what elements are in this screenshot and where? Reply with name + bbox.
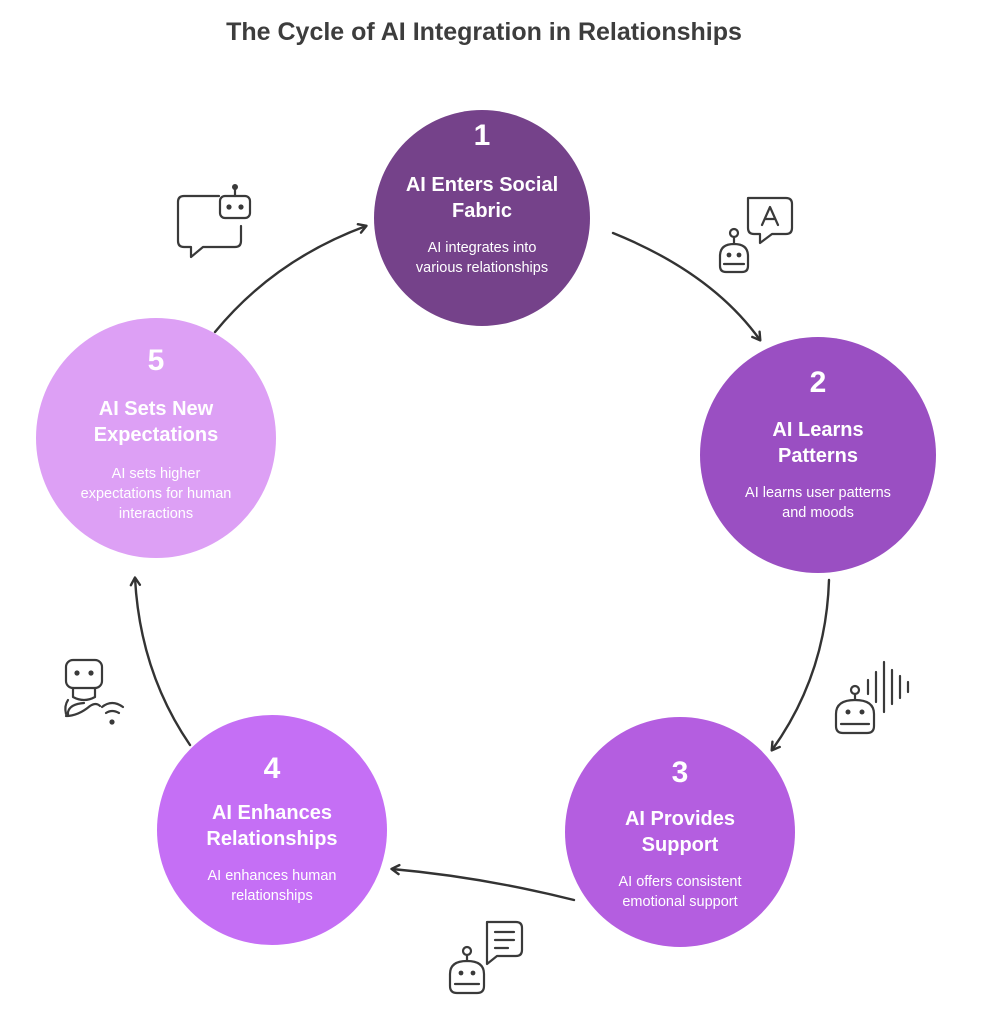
step-number: 1 <box>474 119 491 152</box>
arrow-5-to-1 <box>213 223 368 334</box>
step-number: 2 <box>810 366 827 399</box>
robot-voice-wave-icon <box>834 660 910 735</box>
step-circle-shape <box>157 715 387 945</box>
step-description-line: AI integrates into <box>428 240 537 256</box>
step-title-line: Support <box>642 834 719 856</box>
step-title-line: Patterns <box>778 445 858 467</box>
arrow-4-to-5 <box>129 576 192 747</box>
step-description-line: AI sets higher <box>112 466 201 482</box>
step-number: 4 <box>264 752 281 785</box>
step-title-line: AI Sets New <box>99 398 214 420</box>
step-title-line: AI Enhances <box>212 802 332 824</box>
step-description-line: relationships <box>231 888 312 904</box>
step-description-line: AI offers consistent <box>618 874 741 890</box>
step-title-line: AI Enters Social <box>406 174 558 196</box>
step-description-line: expectations for human <box>81 486 232 502</box>
step-circle-shape <box>700 337 936 573</box>
robot-wifi-hand-icon <box>64 658 125 725</box>
step-description-line: AI enhances human <box>208 868 337 884</box>
step-description-line: and moods <box>782 505 854 521</box>
step-title-line: AI Provides <box>625 808 735 830</box>
step-description-line: various relationships <box>416 260 548 276</box>
arrow-2-to-3 <box>770 578 831 752</box>
step-title-line: Relationships <box>206 828 337 850</box>
step-number: 3 <box>672 756 689 789</box>
step-circle-shape <box>374 110 590 326</box>
arrow-1-to-2 <box>611 231 762 342</box>
step-title-line: AI Learns <box>772 419 863 441</box>
cycle-arrows <box>129 223 831 902</box>
arrow-3-to-4 <box>390 863 576 902</box>
step-title-line: Fabric <box>452 200 512 222</box>
step-circle-shape <box>36 318 276 558</box>
step-description-line: emotional support <box>622 894 737 910</box>
robot-translate-icon <box>718 196 794 274</box>
step-number: 5 <box>148 344 165 377</box>
step-description-line: interactions <box>119 506 193 522</box>
step-title-line: Expectations <box>94 424 218 446</box>
diagram-title: The Cycle of AI Integration in Relations… <box>226 18 742 46</box>
robot-message-icon <box>448 920 524 995</box>
step-circle-shape <box>565 717 795 947</box>
robot-chat-bubble-icon <box>176 184 252 259</box>
step-description-line: AI learns user patterns <box>745 485 891 501</box>
